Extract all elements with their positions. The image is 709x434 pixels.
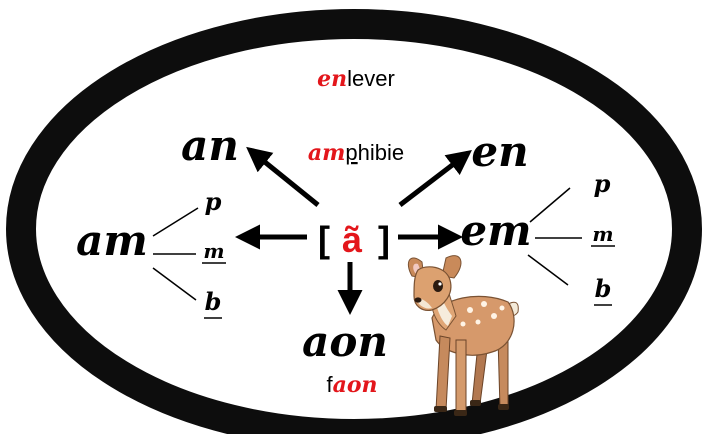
arrow-to-an <box>246 146 320 207</box>
example-enlever: enlever <box>317 66 395 92</box>
example-amphibie: amphibie <box>308 140 404 166</box>
am-branch-b: b <box>205 287 222 316</box>
em-branch-b: b <box>595 274 612 303</box>
am-branch-p: p <box>205 187 222 216</box>
grapheme-an: an <box>181 121 239 170</box>
phoneme-bracket-open: [ <box>318 219 330 260</box>
phoneme-a-nasal: ã <box>342 219 363 260</box>
grapheme-em: em <box>460 206 531 255</box>
faon-highlight: aon <box>333 372 378 398</box>
fawn-illustration <box>407 255 519 416</box>
oval-frame <box>6 9 702 434</box>
em-branch-p: p <box>594 169 611 198</box>
arrow-to-en <box>398 149 472 207</box>
phoneme-bracket-close: ] <box>378 219 390 260</box>
grapheme-en: en <box>471 127 528 176</box>
amphibie-letter: p <box>345 140 357 165</box>
example-faon: faon <box>326 372 377 398</box>
enlever-highlight: en <box>317 66 347 92</box>
am-branch-line-top <box>152 207 199 237</box>
faon-prefix: f <box>326 372 333 397</box>
am-branch-m: m <box>203 239 224 263</box>
enlever-rest: lever <box>347 66 395 91</box>
am-branch-line-bottom <box>152 267 197 301</box>
em-branch-m: m <box>592 222 613 246</box>
em-branch-line-top <box>529 187 571 223</box>
amphibie-highlight: am <box>308 140 346 166</box>
amphibie-rest: hibie <box>358 140 404 165</box>
grapheme-aon: aon <box>302 317 388 366</box>
grapheme-am: am <box>76 216 148 265</box>
em-branch-line-bottom <box>527 254 569 286</box>
